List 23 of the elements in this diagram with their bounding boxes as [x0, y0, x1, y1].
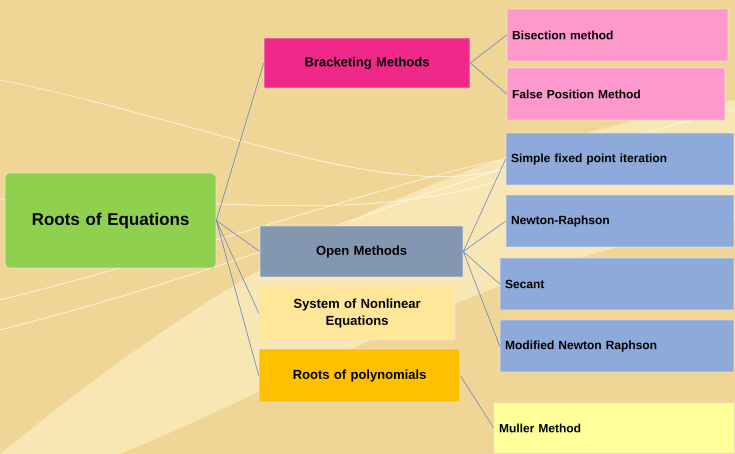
category-box: Open Methods — [260, 226, 464, 278]
connector-line — [216, 220, 259, 376]
connector-line — [216, 220, 260, 252]
method-box: Newton-Raphson — [506, 194, 734, 248]
method-box: False Position Method — [506, 68, 726, 120]
method-box: Muller Method — [494, 402, 734, 454]
category-box: System of Nonlinear Equations — [258, 286, 456, 340]
connector-line — [216, 62, 264, 221]
root-box: Roots of Equations — [4, 172, 216, 268]
connector-line — [216, 220, 259, 314]
method-box: Simple fixed point iteration — [506, 132, 734, 186]
connector-line — [463, 251, 500, 346]
connector-line — [463, 158, 506, 252]
method-box: Secant — [500, 258, 734, 310]
method-box: Modified Newton Raphson — [500, 320, 734, 372]
connector-line — [463, 220, 506, 252]
connector-line — [460, 375, 494, 428]
category-box: Bracketing Methods — [264, 38, 470, 88]
method-box: Bisection method — [506, 8, 728, 62]
connector-line — [470, 34, 507, 64]
category-box: Roots of polynomials — [258, 348, 460, 402]
connector-line — [470, 62, 507, 94]
connector-line — [463, 251, 500, 284]
